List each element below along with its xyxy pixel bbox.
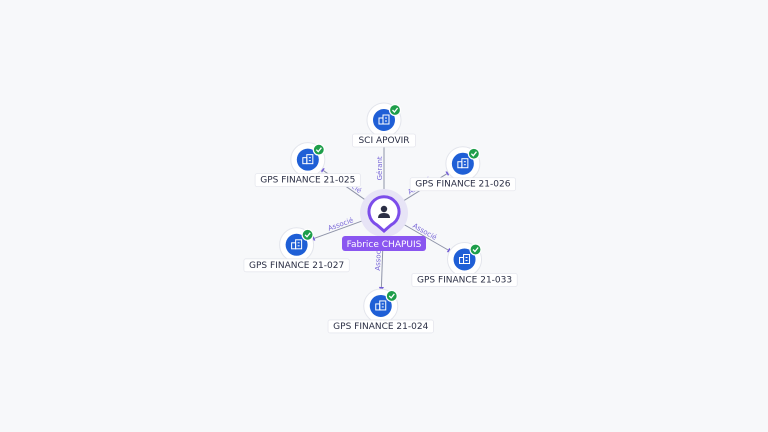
company-node[interactable]: GPS FINANCE 21-033 bbox=[411, 242, 518, 287]
edge-label: Associé bbox=[327, 216, 355, 233]
node-label: SCI APOVIR bbox=[358, 136, 409, 146]
company-building-icon bbox=[378, 114, 390, 125]
node-label: GPS FINANCE 21-033 bbox=[417, 276, 512, 286]
edge-line bbox=[314, 219, 366, 239]
company-node[interactable]: GPS FINANCE 21-027 bbox=[243, 227, 350, 273]
company-node[interactable]: GPS FINANCE 21-026 bbox=[409, 146, 516, 192]
node-label-box bbox=[409, 177, 516, 192]
verified-check-icon bbox=[388, 103, 402, 117]
company-building-icon bbox=[375, 300, 387, 311]
company-node[interactable]: GPS FINANCE 21-025 bbox=[254, 142, 361, 188]
edge-label: Gérant bbox=[376, 156, 384, 180]
person-label-box bbox=[342, 236, 426, 251]
company-node[interactable]: SCI APOVIR bbox=[352, 102, 416, 148]
company-node[interactable]: GPS FINANCE 21-024 bbox=[327, 288, 434, 334]
node-label: GPS FINANCE 21-027 bbox=[249, 261, 344, 271]
person-label: Fabrice CHAPUIS bbox=[347, 240, 422, 250]
node-label: GPS FINANCE 21-025 bbox=[260, 176, 355, 186]
company-building-icon bbox=[291, 239, 303, 250]
node-label: GPS FINANCE 21-024 bbox=[333, 322, 428, 332]
node-label-box bbox=[352, 133, 416, 148]
company-building-icon bbox=[302, 154, 314, 165]
center-person-node[interactable]: Fabrice CHAPUIS bbox=[342, 189, 426, 251]
verified-check-icon bbox=[467, 147, 480, 160]
verified-check-icon bbox=[469, 243, 482, 256]
company-building-icon bbox=[457, 158, 469, 169]
node-label-box bbox=[243, 258, 350, 273]
verified-check-icon bbox=[312, 143, 325, 156]
person-icon bbox=[378, 205, 390, 218]
node-label: GPS FINANCE 21-026 bbox=[415, 180, 510, 190]
verified-check-icon bbox=[385, 289, 398, 303]
node-label-box bbox=[411, 273, 518, 287]
edge-line bbox=[401, 222, 449, 251]
node-label-box bbox=[254, 173, 361, 188]
node-label-box bbox=[327, 319, 434, 334]
verified-check-icon bbox=[301, 228, 314, 241]
company-building-icon bbox=[459, 254, 471, 264]
edge-label: Associé bbox=[374, 244, 383, 271]
